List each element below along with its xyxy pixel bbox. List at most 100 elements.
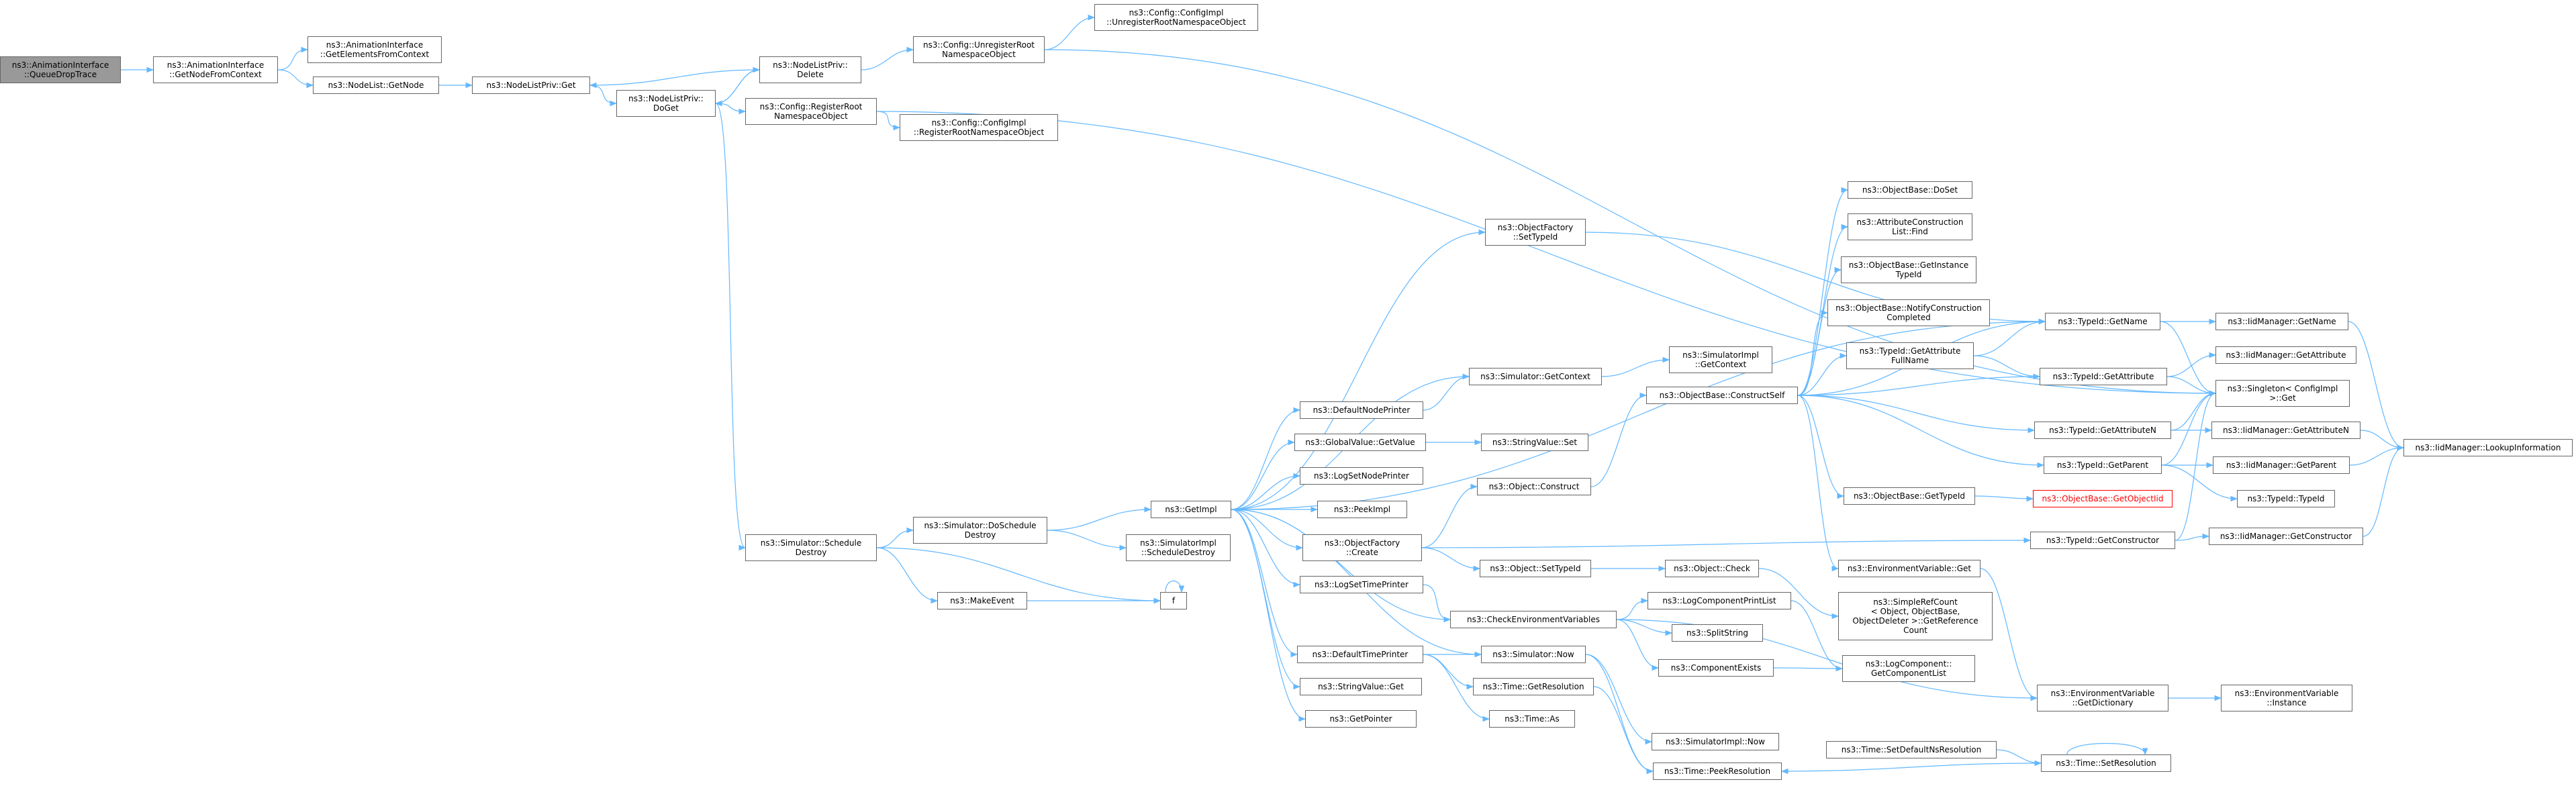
graph-node-typeid-getparent[interactable]: ns3::TypeId::GetParent [2044,456,2162,474]
graph-node-iidmanager-getattribute[interactable]: ns3::IidManager::GetAttribute [2215,346,2356,364]
graph-node-logcomponentprintlist[interactable]: ns3::LogComponentPrintList [1648,592,1791,609]
graph-node-iidmanager-getparent[interactable]: ns3::IidManager::GetParent [2213,456,2350,474]
call-edge-iidmanager-getname-to-iidmanager-lookupinformation [2348,321,2405,451]
graph-node-f[interactable]: f [1160,592,1187,609]
node-label-line: ns3::Simulator::Now [1492,650,1574,659]
node-label-line: ns3::AnimationInterface [11,60,109,70]
graph-node-simplerefcount[interactable]: ns3::SimpleRefCount< Object, ObjectBase,… [1838,592,1993,640]
graph-node-logsettimeprinter[interactable]: ns3::LogSetTimePrinter [1300,576,1423,593]
graph-node-componentexists[interactable]: ns3::ComponentExists [1658,659,1774,677]
call-edge-checkenvvars-to-logcomponentprintlist [1616,597,1649,620]
node-label-line: ns3::LogComponentPrintList [1662,596,1776,605]
call-edge-typeid-getattribute-to-iidmanager-getattribute [2166,352,2217,377]
call-edge-getnodefromcontext-to-nodelist-getnode [277,69,314,89]
call-edge-sim-getcontext-to-simimpl-getcontext [1601,356,1670,377]
call-edge-objectbase-constructself-to-objectbase-doset [1797,187,1849,396]
graph-node-simimpl-now[interactable]: ns3::SimulatorImpl::Now [1652,733,1779,750]
graph-node-nodelistpriv-delete[interactable]: ns3::NodeListPriv::Delete [759,56,861,83]
graph-node-typeid-getname[interactable]: ns3::TypeId::GetName [2045,313,2160,330]
graph-node-configimpl-unregister[interactable]: ns3::Config::ConfigImpl::UnregisterRootN… [1094,4,1258,31]
node-label-line: ns3::EnvironmentVariable [2050,689,2155,698]
node-label-line: ::GetNodeFromContext [169,70,262,79]
graph-node-getimpl[interactable]: ns3::GetImpl [1151,501,1231,518]
graph-node-objectbase-gettypeid[interactable]: ns3::ObjectBase::GetTypeId [1844,487,1975,505]
graph-node-nodelistpriv-doget[interactable]: ns3::NodeListPriv::DoGet [616,90,716,117]
node-label-line: f [1172,596,1176,605]
graph-node-checkenvvars[interactable]: ns3::CheckEnvironmentVariables [1450,611,1617,628]
graph-node-iidmanager-getattributen[interactable]: ns3::IidManager::GetAttributeN [2211,422,2360,439]
graph-node-object-settypeid[interactable]: ns3::Object::SetTypeId [1480,560,1591,577]
graph-node-logsetnodeprinter[interactable]: ns3::LogSetNodePrinter [1300,467,1423,485]
graph-node-typeid-getattributen[interactable]: ns3::TypeId::GetAttributeN [2034,422,2171,439]
graph-node-singleton-get[interactable]: ns3::Singleton< ConfigImpl>::Get [2215,380,2350,407]
graph-node-defaultnodeprinter[interactable]: ns3::DefaultNodePrinter [1300,401,1423,419]
call-edge-iidmanager-getconstructor-to-iidmanager-lookupinformation [2363,444,2405,537]
node-label-line: ns3::TypeId::GetAttributeN [2049,426,2156,435]
graph-node-globalvalue-getvalue[interactable]: ns3::GlobalValue::GetValue [1294,434,1426,451]
graph-node-typeid-typeid[interactable]: ns3::TypeId::TypeId [2237,490,2335,507]
graph-node-envvar-getdictionary[interactable]: ns3::EnvironmentVariable::GetDictionary [2037,685,2168,711]
graph-node-typeid-getconstructor[interactable]: ns3::TypeId::GetConstructor [2030,532,2175,549]
graph-node-logcomponent-getcomponentlist[interactable]: ns3::LogComponent::GetComponentList [1842,655,1975,682]
graph-node-iidmanager-lookupinformation[interactable]: ns3::IidManager::LookupInformation [2403,439,2573,456]
node-label-line: ns3::Simulator::GetContext [1480,372,1590,381]
node-label-line: ns3::LogSetNodePrinter [1314,471,1409,481]
graph-node-envvar-get[interactable]: ns3::EnvironmentVariable::Get [1838,560,1981,577]
graph-node-objfactory-settypeid[interactable]: ns3::ObjectFactory::SetTypeId [1485,219,1586,246]
node-label-line: ns3::CheckEnvironmentVariables [1467,615,1600,624]
graph-node-time-peekresolution[interactable]: ns3::Time::PeekResolution [1653,763,1782,780]
graph-node-getpointer[interactable]: ns3::GetPointer [1305,710,1417,728]
graph-node-configimpl-register[interactable]: ns3::Config::ConfigImpl::RegisterRootNam… [900,114,1058,141]
graph-node-sim-getcontext[interactable]: ns3::Simulator::GetContext [1469,368,1602,385]
graph-node-simimpl-scheduledestroy[interactable]: ns3::SimulatorImpl::ScheduleDestroy [1126,534,1231,561]
graph-node-objfactory-create[interactable]: ns3::ObjectFactory::Create [1302,534,1422,561]
graph-node-objectbase-doset[interactable]: ns3::ObjectBase::DoSet [1848,181,1972,199]
graph-node-nodelist-getnode[interactable]: ns3::NodeList::GetNode [313,77,439,94]
graph-node-stringvalue-set[interactable]: ns3::StringValue::Set [1481,434,1588,451]
graph-node-object-check[interactable]: ns3::Object::Check [1665,560,1759,577]
graph-node-makeevent[interactable]: ns3::MakeEvent [937,592,1027,609]
graph-node-defaulttimeprinter[interactable]: ns3::DefaultTimePrinter [1297,646,1423,663]
graph-node-object-construct[interactable]: ns3::Object::Construct [1477,478,1591,495]
graph-node-nodelistpriv-get[interactable]: ns3::NodeListPriv::Get [472,77,590,94]
node-label-line: ns3::SimulatorImpl [1682,350,1759,360]
graph-node-iidmanager-getname[interactable]: ns3::IidManager::GetName [2215,313,2348,330]
graph-node-sim-now[interactable]: ns3::Simulator::Now [1481,646,1586,663]
call-edge-getimpl-to-defaultnodeprinter [1231,407,1301,510]
graph-node-typeid-getattribute[interactable]: ns3::TypeId::GetAttribute [2040,368,2167,385]
graph-node-envvar-instance[interactable]: ns3::EnvironmentVariable::Instance [2221,685,2352,711]
node-label-line: ObjectDeleter >::GetReference [1852,616,1978,626]
graph-node-time-getresolution[interactable]: ns3::Time::GetResolution [1473,678,1594,695]
graph-node-simimpl-getcontext[interactable]: ns3::SimulatorImpl::GetContext [1669,346,1772,373]
node-label-line: ns3::Time::PeekResolution [1664,767,1771,776]
graph-node-peekimpl[interactable]: ns3::PeekImpl [1317,501,1407,518]
node-label-line: ns3::LogComponent:: [1865,659,1952,669]
graph-node-objectbase-getobjectiid[interactable]: ns3::ObjectBase::GetObjectIid [2033,490,2173,507]
node-label-line: DoGet [653,103,679,113]
graph-node-splitstring[interactable]: ns3::SplitString [1672,624,1763,642]
graph-node-time-setresolution[interactable]: ns3::Time::SetResolution [2041,754,2171,772]
graph-node-stringvalue-get[interactable]: ns3::StringValue::Get [1300,678,1422,695]
graph-node-time-as[interactable]: ns3::Time::As [1489,710,1575,728]
node-label-line: ::RegisterRootNamespaceObject [913,128,1045,137]
node-label-line: ns3::NodeList::GetNode [328,81,424,90]
graph-node-time-setdefaultnsres[interactable]: ns3::Time::SetDefaultNsResolution [1826,741,1997,758]
graph-node-getnodefromcontext[interactable]: ns3::AnimationInterface::GetNodeFromCont… [153,56,278,83]
graph-node-objectbase-constructself[interactable]: ns3::ObjectBase::ConstructSelf [1646,387,1798,404]
node-label-line: ns3::Object::SetTypeId [1490,564,1581,573]
graph-node-iidmanager-getconstructor[interactable]: ns3::IidManager::GetConstructor [2209,528,2363,545]
node-label-line: GetComponentList [1870,669,1947,678]
graph-node-root: ns3::AnimationInterface::QueueDropTrace [0,56,121,83]
call-edge-object-construct-to-objectbase-constructself [1590,392,1648,487]
call-edge-nodelistpriv-delete-to-nodelistpriv-get [589,69,760,89]
node-label-line: ns3::NodeListPriv::Get [486,81,576,90]
graph-node-getelementsfromcontext[interactable]: ns3::AnimationInterface::GetElementsFrom… [307,36,442,63]
